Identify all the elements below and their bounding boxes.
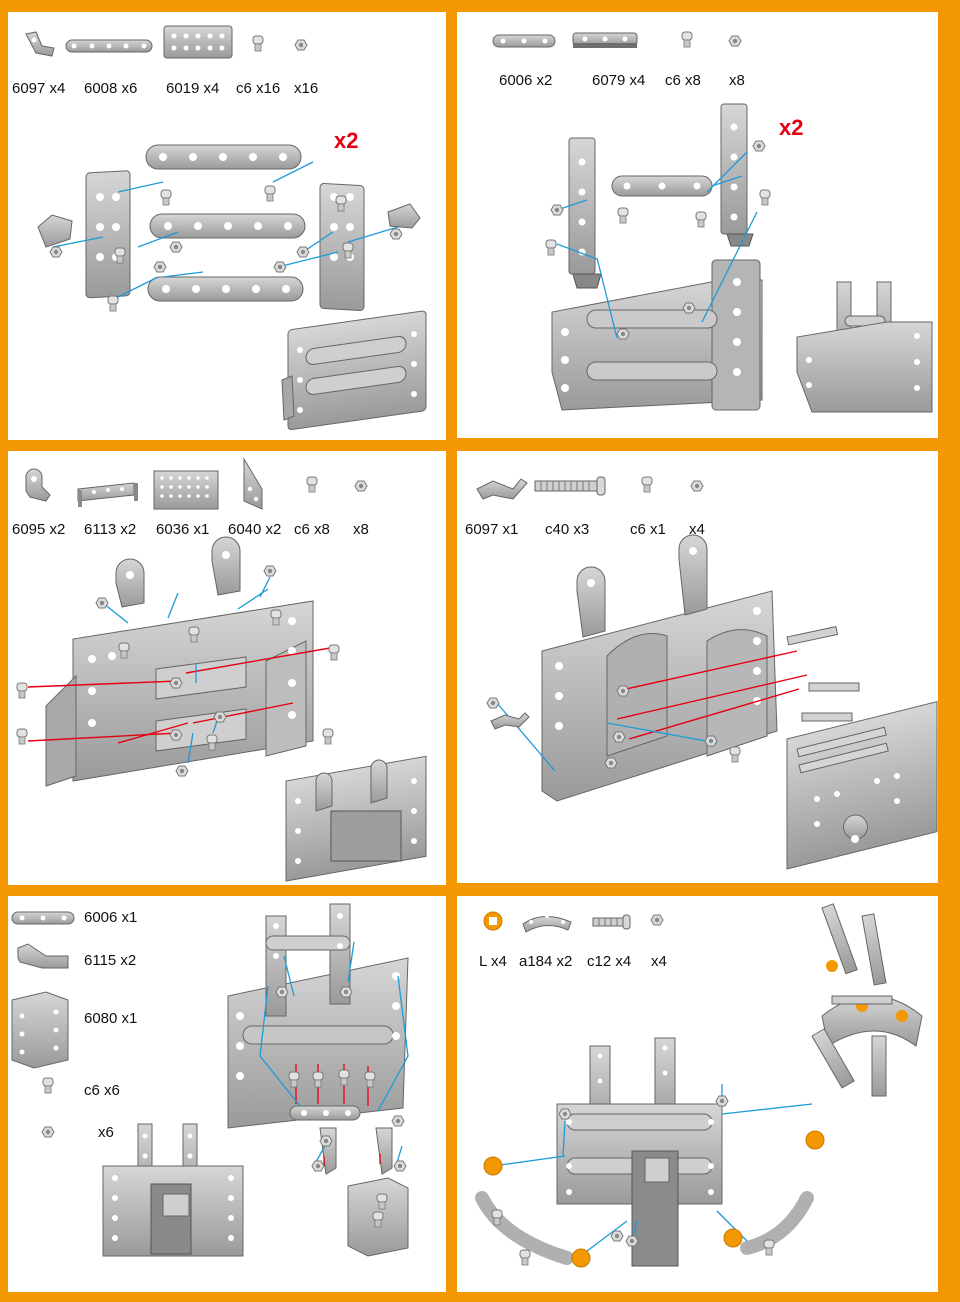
part-label: 6080 x1	[84, 1010, 138, 1027]
part-label: 6115 x2	[84, 952, 137, 969]
part-label: x8	[729, 72, 745, 89]
part-label: L x4	[479, 953, 507, 970]
assembly-step-4	[486, 534, 938, 870]
step-2-panel: 6006 x2 6079 x4 c6 x8 x8 x2	[457, 12, 938, 438]
part-label: x4	[689, 521, 705, 538]
part-label: c6 x6	[84, 1082, 120, 1099]
part-label: x4	[651, 953, 667, 970]
part-label: c6 x8	[665, 72, 701, 89]
angle-bracket-icon	[17, 943, 69, 969]
part-label: 6006 x2	[499, 72, 553, 89]
assembly-step-3	[16, 536, 427, 882]
orange-washer-icon	[483, 911, 503, 931]
part-label: x6	[98, 1124, 114, 1141]
assembly-step-1	[37, 144, 427, 430]
step-4-panel: 6097 x1 c40 x3 c6 x1 x4	[457, 451, 938, 883]
part-label: 6113 x2	[84, 521, 137, 538]
part-label: 6097 x1	[465, 521, 519, 538]
part-label: x16	[294, 80, 319, 97]
curved-strip-icon	[522, 914, 572, 933]
nut-icon	[41, 1126, 55, 1138]
angle-bracket-icon	[25, 31, 55, 57]
strip-5-hole-icon	[65, 39, 153, 53]
screw-icon	[641, 476, 653, 493]
part-label: c6 x16	[236, 80, 281, 97]
step-6-panel: L x4 a184 x2 c12 x4 x4	[457, 896, 938, 1292]
assembly-step-2	[545, 103, 933, 413]
part-label: x8	[353, 521, 369, 538]
strip-3-hole-icon	[11, 911, 75, 925]
screw-icon	[306, 476, 318, 493]
part-label: 6019 x4	[166, 80, 220, 97]
part-label: 6036 x1	[156, 521, 210, 538]
part-label: 6095 x2	[12, 521, 66, 538]
part-label: c6 x8	[294, 521, 330, 538]
part-label: 6006 x1	[84, 909, 138, 926]
part-label: 6008 x6	[84, 80, 138, 97]
screw-icon	[681, 31, 693, 48]
assembly-step-5	[102, 903, 409, 1257]
screw-icon	[42, 1077, 54, 1094]
multiplier-label: x2	[334, 128, 359, 153]
part-label: c6 x1	[630, 521, 666, 538]
strip-3-hole-icon	[492, 34, 556, 48]
u-channel-icon	[11, 991, 69, 1069]
angle-strip-icon	[572, 32, 638, 48]
part-label: 6079 x4	[592, 72, 646, 89]
assembly-step-6	[475, 903, 923, 1268]
part-label: c40 x3	[545, 521, 590, 538]
part-label: a184 x2	[519, 953, 573, 970]
triangle-plate-icon	[243, 457, 263, 510]
step-3-panel: 6095 x2 6113 x2 6036 x1 6040 x2 c6 x8 x8	[8, 451, 446, 885]
nut-icon	[690, 480, 704, 492]
nut-icon	[294, 39, 308, 51]
angle-bracket-icon	[476, 478, 528, 500]
screw-icon	[252, 35, 264, 52]
long-screw-icon	[786, 626, 860, 722]
orange-washer-icon	[483, 1130, 825, 1268]
part-label: 6097 x4	[12, 80, 66, 97]
flanged-plate-icon	[77, 482, 138, 507]
nut-icon	[354, 480, 368, 492]
flat-plate-5x7-icon	[153, 470, 219, 510]
medium-screw-icon	[592, 914, 631, 930]
step-1-panel: 6097 x4 6008 x6 6019 x4 c6 x16 x16 x2	[8, 12, 446, 440]
multiplier-label: x2	[779, 115, 804, 140]
part-label: 6040 x2	[228, 521, 282, 538]
long-screw-icon	[534, 476, 606, 496]
part-label: c12 x4	[587, 953, 632, 970]
nut-icon	[650, 914, 664, 926]
round-bracket-icon	[25, 468, 51, 502]
step-5-panel: 6006 x1 6115 x2 6080 x1 c6 x6 x6	[8, 896, 446, 1292]
nut-icon	[728, 35, 742, 47]
plate-2x5-icon	[163, 25, 233, 59]
